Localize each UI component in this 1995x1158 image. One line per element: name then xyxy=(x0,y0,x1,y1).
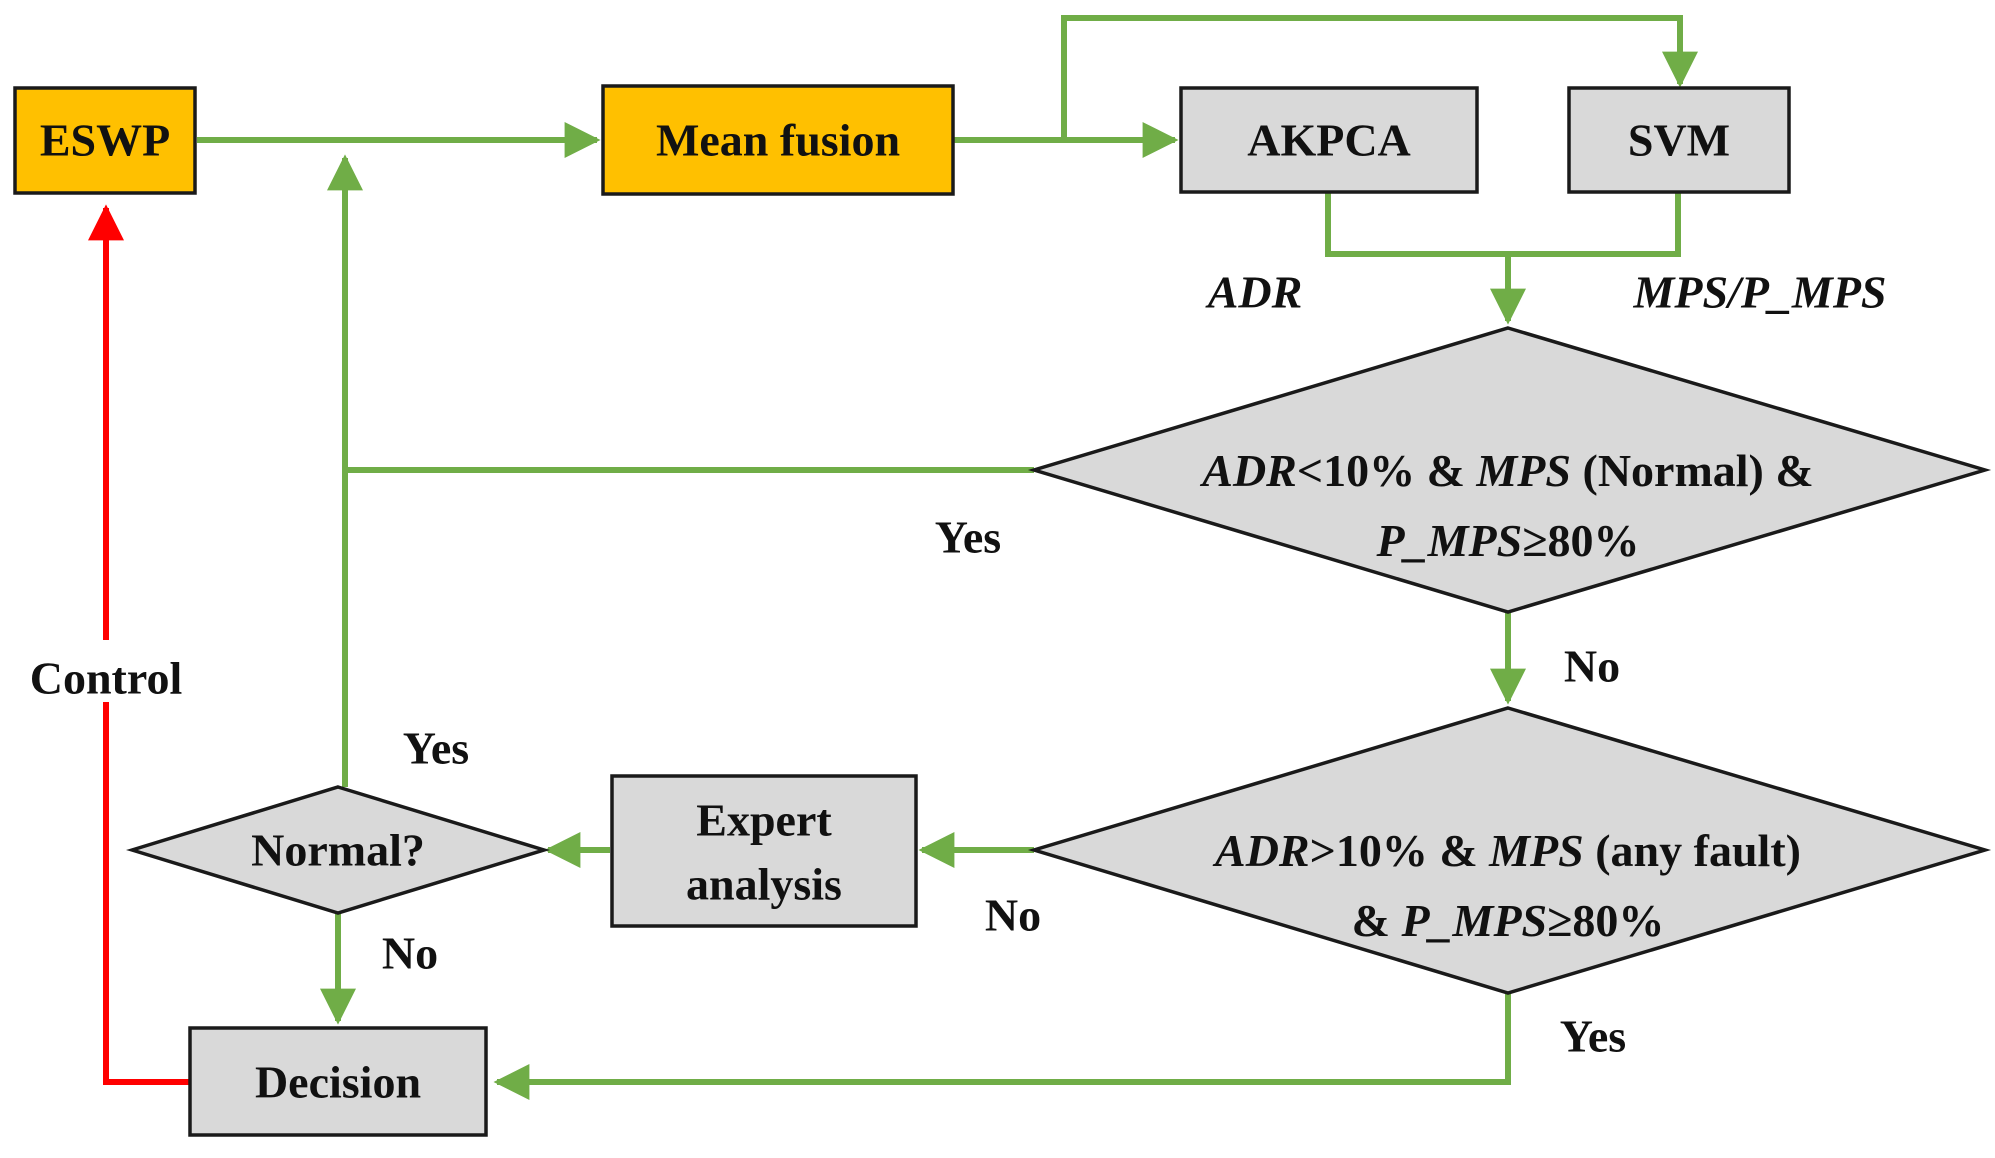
normal-yes-label: Yes xyxy=(403,723,469,774)
svm-node: SVM xyxy=(1567,86,1791,194)
mean-fusion-node: Mean fusion xyxy=(601,84,955,196)
adr-output-label: ADR xyxy=(1205,267,1303,318)
condition1-yes-label: Yes xyxy=(935,512,1001,563)
green-flow-connectors xyxy=(197,15,1698,1100)
condition2-adr: ADR xyxy=(1212,825,1310,876)
condition2-no-label: No xyxy=(985,890,1041,941)
eswp-label: ESWP xyxy=(40,115,170,166)
expert-analysis-node: Expert analysis xyxy=(610,774,918,928)
control-connector xyxy=(88,204,190,1085)
condition2-mps: MPS xyxy=(1488,825,1584,876)
connector-akpca-output xyxy=(1325,192,1681,257)
eswp-node: ESWP xyxy=(13,86,197,195)
condition1-adr: ADR xyxy=(1199,445,1297,496)
expert-label-line2: analysis xyxy=(686,859,842,910)
condition1-diamond: ADR<10% & MPS (Normal) & P_MPS≥80% xyxy=(1027,326,1992,614)
condition1-pmps-threshold: ≥80% xyxy=(1522,515,1639,566)
expert-label-line1: Expert xyxy=(696,795,832,846)
normal-question-label: Normal? xyxy=(251,825,425,876)
akpca-node: AKPCA xyxy=(1179,86,1479,194)
condition2-adr-threshold: >10% & xyxy=(1310,825,1490,876)
condition2-pmps: P_MPS xyxy=(1400,895,1547,946)
arrow-condition1-yes-loop xyxy=(327,154,1034,473)
condition1-no-label: No xyxy=(1564,641,1620,692)
condition1-mps: MPS xyxy=(1475,445,1571,496)
condition1-adr-threshold: <10% & xyxy=(1297,445,1477,496)
condition2-diamond: ADR>10% & MPS (any fault) & P_MPS≥80% xyxy=(1027,706,1992,995)
decision-node: Decision xyxy=(188,1026,488,1137)
condition2-pmps-threshold: ≥80% xyxy=(1547,895,1664,946)
normal-question-diamond: Normal? xyxy=(126,785,550,915)
normal-no-label: No xyxy=(382,928,438,979)
svm-label: SVM xyxy=(1628,115,1730,166)
mps-output-label: MPS/P_MPS xyxy=(1632,267,1886,318)
mean-fusion-label: Mean fusion xyxy=(656,115,900,166)
condition1-line2: P_MPS≥80% xyxy=(1376,515,1640,566)
arrow-mean-fusion-to-svm xyxy=(1061,15,1698,140)
akpca-label: AKPCA xyxy=(1247,115,1411,166)
condition2-line2: & P_MPS≥80% xyxy=(1352,895,1665,946)
condition2-line1: ADR>10% & MPS (any fault) xyxy=(1212,825,1801,876)
condition1-pmps: P_MPS xyxy=(1376,515,1523,566)
arrow-condition2-yes-to-decision xyxy=(493,994,1511,1100)
decision-label: Decision xyxy=(255,1057,421,1108)
condition1-line1: ADR<10% & MPS (Normal) & xyxy=(1199,445,1813,496)
condition2-yes-label: Yes xyxy=(1560,1011,1626,1062)
control-label: Control xyxy=(30,653,183,704)
condition1-normal: (Normal) & xyxy=(1571,445,1814,496)
condition2-any-fault: (any fault) xyxy=(1584,825,1801,876)
condition2-and: & xyxy=(1352,895,1402,946)
arrow-decision-control-to-eswp xyxy=(103,702,190,1085)
